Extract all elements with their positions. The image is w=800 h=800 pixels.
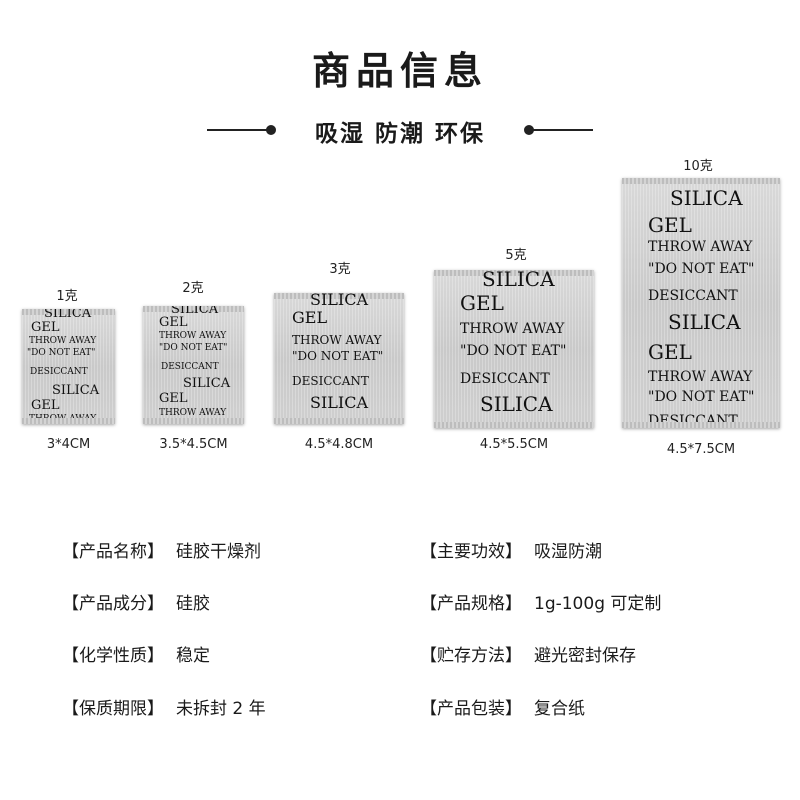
packet-text: GEL (31, 320, 60, 335)
info-label: 【产品成分】 (62, 594, 164, 614)
subtitle-row: 吸湿 防潮 环保 (0, 112, 800, 148)
packet-text: THROW AWAY (159, 331, 227, 341)
packet-text: DESICCANT (161, 362, 219, 372)
packet-text: DESICCANT (30, 367, 88, 377)
packet-text: GEL (159, 315, 188, 330)
info-label: 【化学性质】 (62, 646, 164, 666)
bullet-dot-right (524, 125, 534, 135)
packet-text: SILICA (310, 293, 369, 309)
packet-text: SILICA (482, 270, 555, 291)
packet-text: GEL (460, 291, 504, 315)
packet-text: SILICA (668, 310, 741, 334)
packet-text: GEL (648, 213, 692, 237)
packet-text: "DO NOT EAT" (27, 348, 96, 358)
info-value: 未拆封 2 年 (176, 699, 266, 719)
packet-text: DESICCANT (292, 374, 369, 388)
info-item-chemical-property: 【化学性质】稳定 (62, 641, 210, 666)
info-label: 【产品包装】 (420, 699, 522, 719)
info-value: 硅胶干燥剂 (176, 542, 261, 562)
packet-weight-3g: 3克 (329, 262, 351, 277)
packet-weight-1g: 1克 (56, 289, 78, 304)
packet-2g: SILICA GEL THROW AWAY "DO NOT EAT" DESIC… (143, 306, 244, 424)
packet-text: THROW AWAY (648, 239, 753, 255)
packet-text: SILICA (183, 376, 231, 391)
packet-text: GEL (648, 340, 692, 364)
packet-text: "DO NOT EAT" (460, 343, 567, 359)
packet-text: GEL (31, 398, 60, 413)
info-value: 稳定 (176, 646, 210, 666)
bullet-dot-left (266, 125, 276, 135)
packet-weight-10g: 10克 (683, 159, 713, 174)
packet-text: SILICA (171, 306, 219, 317)
info-value: 避光密封保存 (534, 646, 636, 666)
packet-5g: SILICA GEL THROW AWAY "DO NOT EAT" DESIC… (434, 270, 594, 428)
info-label: 【产品规格】 (420, 594, 522, 614)
page-title: 商品信息 (311, 49, 488, 93)
info-label: 【保质期限】 (62, 699, 164, 719)
packet-text: SILICA (480, 392, 553, 416)
info-value: 1g-100g 可定制 (534, 594, 662, 614)
info-value: 吸湿防潮 (534, 542, 602, 562)
packet-text: "DO NOT EAT" (159, 343, 228, 353)
packet-text: "DO NOT EAT" (648, 261, 755, 277)
packet-weight-2g: 2克 (182, 281, 204, 296)
packet-size-2g: 3.5*4.5CM (159, 437, 228, 452)
packet-text: SILICA (310, 393, 369, 412)
info-value: 复合纸 (534, 699, 585, 719)
info-item-main-effect: 【主要功效】吸湿防潮 (420, 537, 602, 562)
packet-text: DESICCANT (648, 288, 738, 304)
packet-3g: SILICA GEL THROW AWAY "DO NOT EAT" DESIC… (274, 293, 404, 424)
packet-text: THROW AWAY (159, 408, 227, 418)
packet-10g: SILICA GEL THROW AWAY "DO NOT EAT" DESIC… (622, 178, 780, 428)
packet-size-3g: 4.5*4.8CM (304, 437, 374, 452)
packet-weight-5g: 5克 (505, 248, 527, 263)
info-label: 【主要功效】 (420, 542, 522, 562)
divider-line-left (207, 129, 267, 131)
info-item-ingredients: 【产品成分】硅胶 (62, 589, 210, 614)
divider-line-right (533, 129, 593, 131)
packet-text: DESICCANT (460, 371, 550, 387)
packet-text: THROW AWAY (460, 321, 565, 337)
packet-text: THROW AWAY (648, 369, 753, 385)
info-item-packaging: 【产品包装】复合纸 (420, 694, 585, 719)
packet-1g: SILICA GEL THROW AWAY "DO NOT EAT" DESIC… (22, 309, 115, 424)
packet-text: "DO NOT EAT" (292, 349, 384, 363)
info-item-shelf-life: 【保质期限】未拆封 2 年 (62, 694, 266, 719)
packet-text: DESICCANT (648, 413, 738, 428)
packet-text: THROW AWAY (29, 336, 97, 346)
info-item-storage: 【贮存方法】避光密封保存 (420, 641, 636, 666)
packet-text: SILICA (44, 309, 92, 321)
packet-text: SILICA (52, 383, 100, 398)
packet-size-5g: 4.5*5.5CM (479, 437, 549, 452)
packet-text: "DO NOT EAT" (648, 389, 755, 405)
info-item-product-name: 【产品名称】硅胶干燥剂 (62, 537, 261, 562)
packet-text: GEL (159, 391, 188, 406)
info-item-specification: 【产品规格】 1g-100g 可定制 (420, 589, 661, 614)
info-label: 【产品名称】 (62, 542, 164, 562)
packet-text: THROW AWAY (292, 333, 382, 347)
packet-text: GEL (292, 308, 328, 327)
info-value: 硅胶 (176, 594, 210, 614)
packet-text: SILICA (670, 186, 743, 210)
subtitle: 吸湿 防潮 环保 (314, 121, 485, 147)
packet-size-1g: 3*4CM (46, 437, 91, 452)
packet-text: THROW AWAY (29, 414, 97, 424)
info-label: 【贮存方法】 (420, 646, 522, 666)
packet-size-10g: 4.5*7.5CM (666, 442, 736, 457)
